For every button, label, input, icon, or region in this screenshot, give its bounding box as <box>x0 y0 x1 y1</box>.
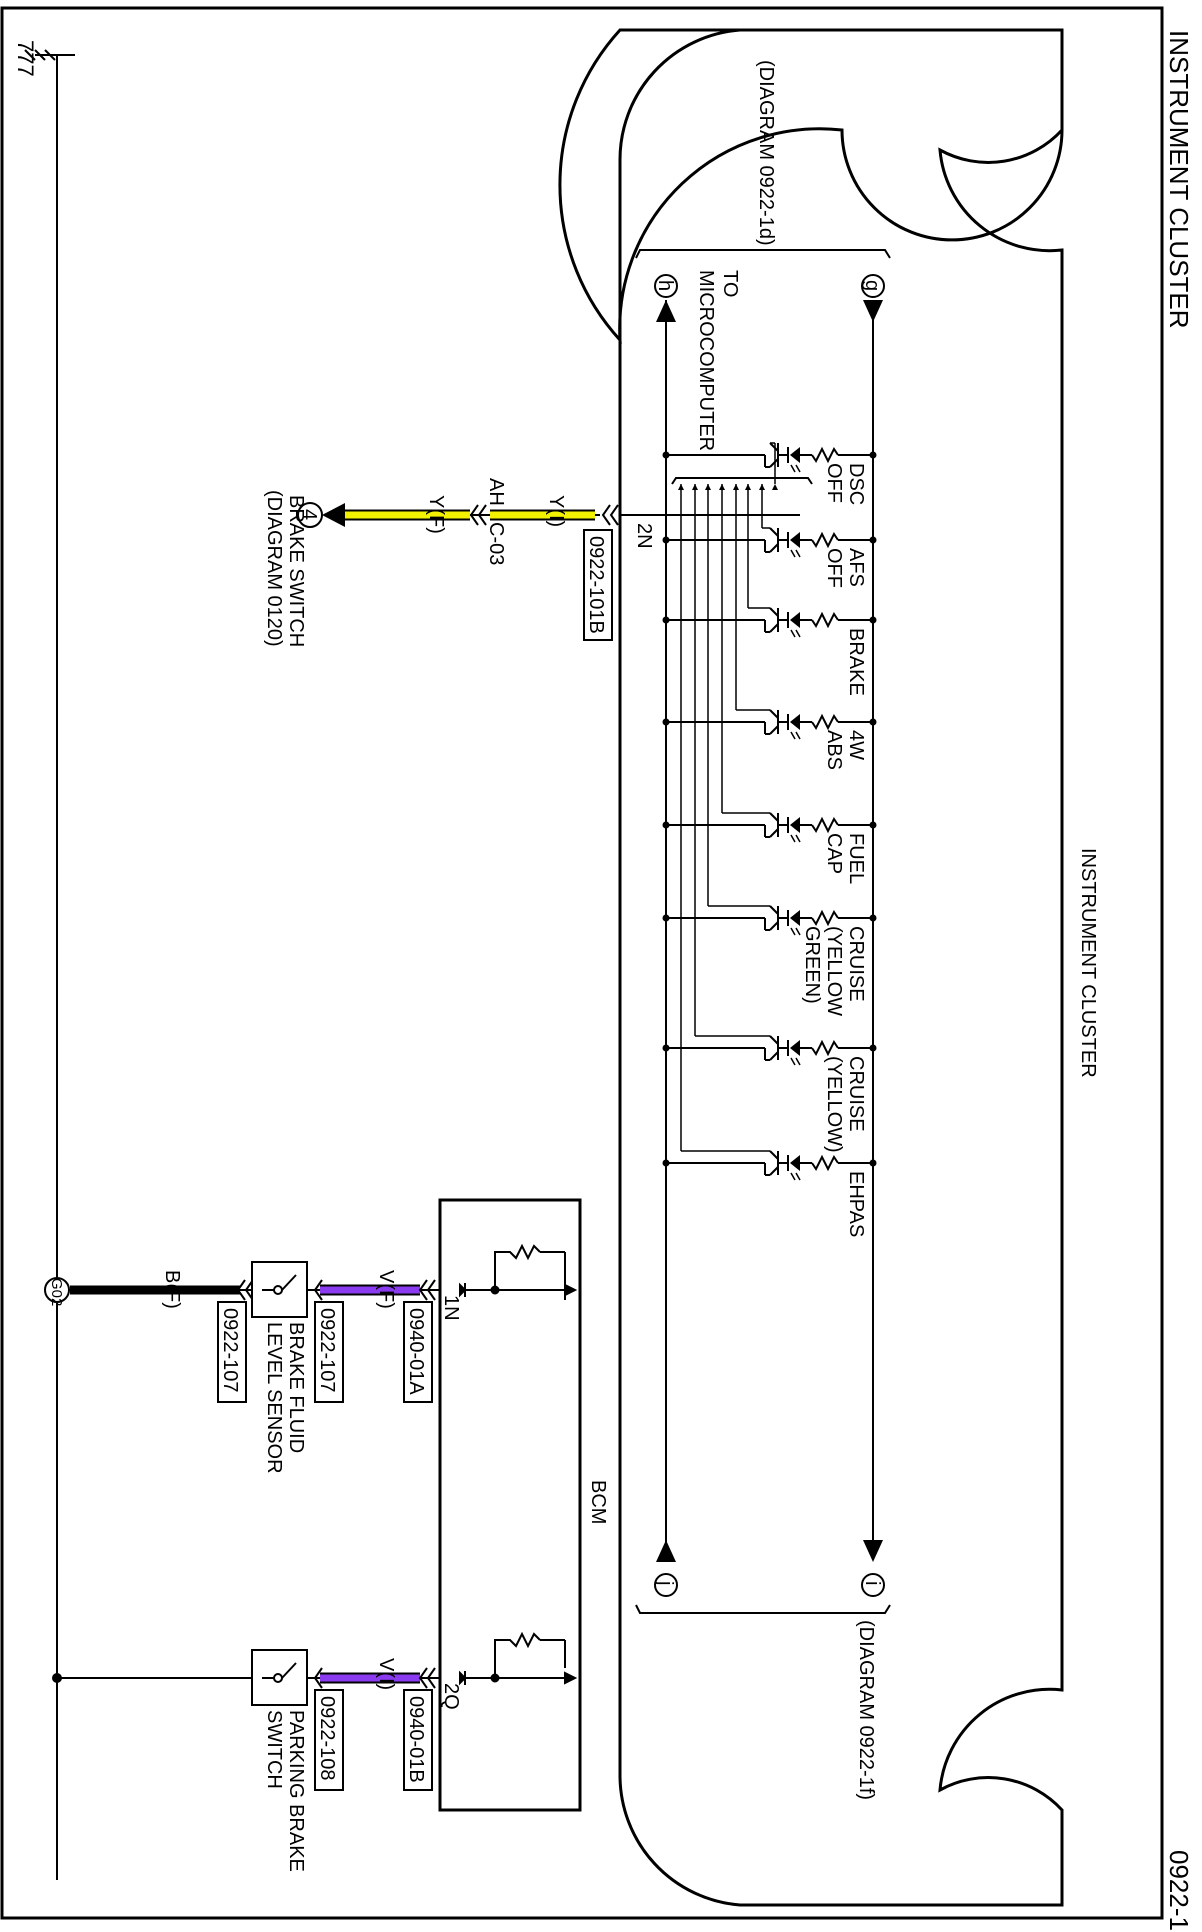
brake-fluid-circuit: G02 1N 0940-01A V(F) 0922-107 BRAKE FLUI… <box>44 1261 462 1474</box>
page-frame <box>0 6 1164 1920</box>
microcomputer-bracket <box>671 477 813 485</box>
wire-v-i: V(I) <box>375 1658 397 1690</box>
indicator-rows: DSCOFFAFSOFFBRAKE4WABSFUELCAPCRUISE(YELL… <box>662 442 877 1237</box>
indicator-label: (YELLOW <box>823 926 845 1016</box>
connector-i: i <box>861 1573 885 1597</box>
terminal-2n: 2N <box>633 523 655 549</box>
wire-b-f: B(F) <box>161 1270 183 1309</box>
wire-y-f: Y(F) <box>425 495 447 534</box>
indicator-label: EHPAS <box>845 1171 867 1237</box>
page-number: 0922-1e <box>1164 1850 1194 1932</box>
splice-c03: C-03 <box>485 522 507 565</box>
svg-text:h: h <box>654 280 676 291</box>
indicator-label: BRAKE <box>845 628 867 696</box>
connector-0922-108: 0922-108 <box>316 1696 338 1781</box>
svg-text:i: i <box>861 1581 883 1585</box>
parking-brake-circuit: 2Q 0940-01B V(I) 0922-108 PARKING BRAKE … <box>52 1649 462 1872</box>
chassis-ground-icon <box>24 49 75 61</box>
indicator-row <box>662 484 877 638</box>
brake-switch-diagram: (DIAGRAM 0120) <box>263 490 285 647</box>
brace-top <box>635 249 891 259</box>
indicator-label: (YELLOW) <box>823 1056 845 1153</box>
connector-0940-01b: 0940-01B <box>405 1696 427 1783</box>
diagram-ref-bottom: (DIAGRAM 0922-1f) <box>855 1620 877 1800</box>
connector-0922-101b: 0922-101B <box>585 536 607 634</box>
brake-fluid-sensor-icon <box>251 1261 308 1318</box>
brake-fluid-label-1: BRAKE FLUID <box>285 1322 307 1453</box>
cluster-title: INSTRUMENT CLUSTER <box>1077 848 1099 1078</box>
arrow-h <box>656 300 676 322</box>
diagram-ref-top: (DIAGRAM 0922-1d) <box>755 60 777 246</box>
indicator-label: AFS <box>845 548 867 587</box>
wire-v-f: V(F) <box>375 1270 397 1309</box>
bcm-internal-1 <box>459 1243 578 1300</box>
indicator-row <box>662 442 877 490</box>
indicator-label: CRUISE <box>845 1056 867 1132</box>
indicator-label: GREEN) <box>801 926 823 1004</box>
indicator-label: CAP <box>823 833 845 874</box>
brake-switch-ref: 4 <box>298 509 320 520</box>
brace-bottom <box>635 1604 891 1614</box>
indicator-row <box>662 484 877 936</box>
brake-fluid-label-2: LEVEL SENSOR <box>263 1322 285 1474</box>
indicator-row <box>662 484 877 740</box>
connector-h: h <box>654 274 678 298</box>
indicator-label: DSC <box>845 463 867 505</box>
arrow-i <box>863 1540 883 1562</box>
svg-text:g: g <box>861 280 883 291</box>
svg-text:j: j <box>654 1580 676 1585</box>
indicator-label: CRUISE <box>845 926 867 1002</box>
connector-0922-107-a: 0922-107 <box>316 1308 338 1393</box>
indicator-row <box>662 484 877 1066</box>
page-title: INSTRUMENT CLUSTER <box>1164 30 1194 329</box>
bcm-internal-2 <box>459 1631 578 1686</box>
to-label: TO <box>719 270 741 297</box>
parking-brake-label-2: SWITCH <box>263 1710 285 1789</box>
indicator-label: ABS <box>823 730 845 770</box>
indicator-label: OFF <box>823 548 845 588</box>
brake-switch-circuit: 4 2N 0922-101B Y(I) AH C-03 Y(F) BRAKE S… <box>263 478 800 647</box>
cluster-outline <box>558 28 1064 345</box>
ground-symbol-label: 777 <box>13 40 38 77</box>
arrow-g <box>863 300 883 322</box>
parking-brake-label-1: PARKING BRAKE <box>285 1710 307 1872</box>
connector-0922-107-b: 0922-107 <box>219 1308 241 1393</box>
cluster-body <box>618 28 1064 1907</box>
indicator-row <box>662 484 877 843</box>
wire-y-i: Y(I) <box>545 495 567 527</box>
indicator-label: 4W <box>845 730 867 760</box>
microcomputer-label: MICROCOMPUTER <box>695 270 717 451</box>
indicator-label: OFF <box>823 463 845 503</box>
connector-j: j <box>654 1573 678 1597</box>
terminal-2q: 2Q <box>440 1683 462 1710</box>
indicator-row <box>662 484 877 1181</box>
arrow-j <box>656 1540 676 1562</box>
brake-switch-label: BRAKE SWITCH <box>285 495 307 647</box>
bcm-label: BCM <box>587 1480 609 1524</box>
terminal-1n: 1N <box>440 1295 462 1321</box>
splice-ah: AH <box>485 478 507 506</box>
connector-0940-01a: 0940-01A <box>405 1308 427 1395</box>
connector-g: g <box>861 274 885 298</box>
bcm-box <box>438 1198 582 1812</box>
ground-g02: G02 <box>48 1278 65 1306</box>
indicator-label: FUEL <box>845 833 867 884</box>
